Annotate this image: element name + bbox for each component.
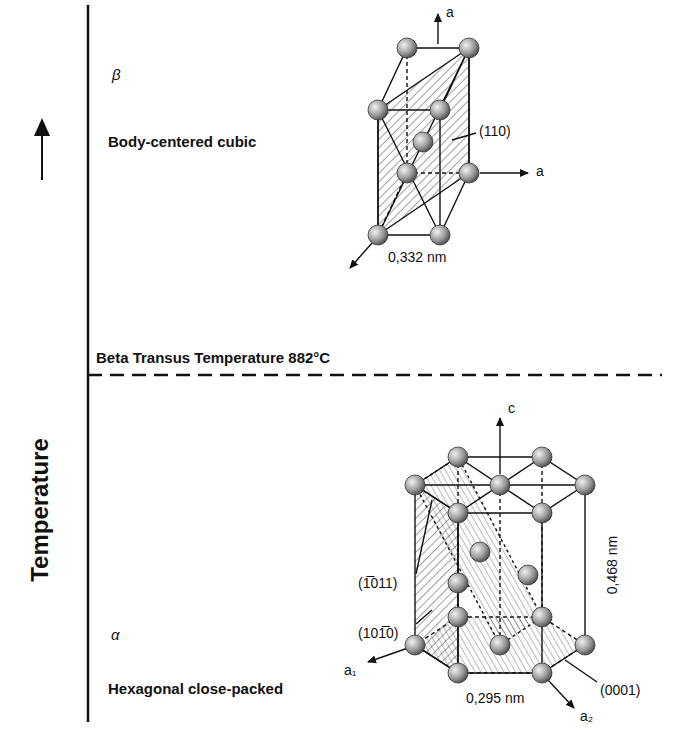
axis-label: a: [536, 163, 544, 179]
plane-label: (101̅0): [358, 625, 398, 641]
transition-label: Beta Transus Temperature 882°C: [96, 349, 330, 366]
axis-label: c: [508, 400, 515, 416]
axis-label: a₁: [344, 662, 357, 678]
dimension-label: 0,468 nm: [604, 536, 620, 594]
plane-label: (1̅011): [358, 575, 397, 591]
axis-label: a₂: [580, 708, 593, 724]
axis-title: Temperature: [26, 438, 54, 582]
axis-label: a: [446, 4, 454, 20]
plane-label: (110): [479, 123, 511, 139]
phase-symbol: β: [112, 66, 121, 83]
phase-name: Body-centered cubic: [108, 133, 256, 150]
phase-name: Hexagonal close-packed: [108, 680, 283, 697]
phase-symbol: α: [111, 626, 120, 643]
dimension-label: 0,332 nm: [388, 249, 446, 265]
plane-label: (0001): [600, 682, 640, 698]
dimension-label: 0,295 nm: [466, 690, 524, 706]
